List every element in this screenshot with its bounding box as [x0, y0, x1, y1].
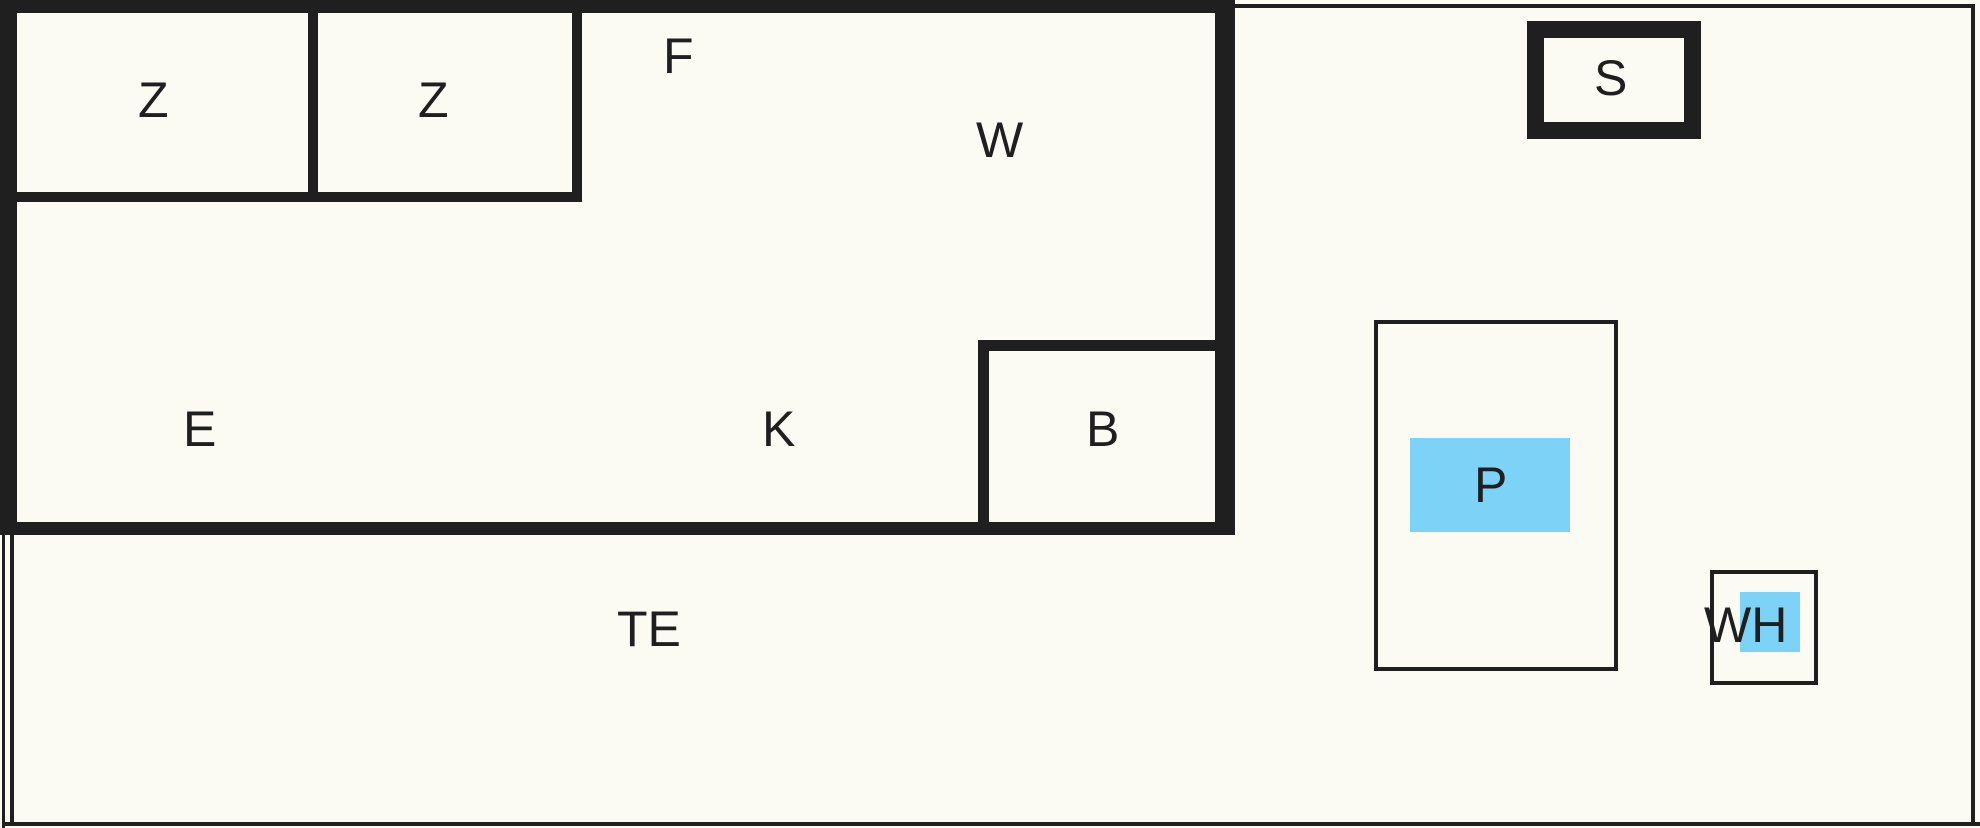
room-wh-blue-fill	[1740, 592, 1800, 652]
z-rooms-bottom-wall	[13, 192, 582, 202]
outer-boundary-right-line	[1971, 4, 1975, 824]
room-label-p: P	[1474, 457, 1508, 513]
room-label-e: E	[183, 401, 217, 457]
outer-boundary-bottom-line	[2, 822, 1980, 826]
b-room-top-wall	[978, 340, 1221, 351]
right-section-top-line	[1235, 4, 1975, 8]
main-block-left-wall	[0, 0, 17, 535]
z-rooms-divider-wall	[308, 9, 318, 202]
b-room-left-wall	[978, 340, 989, 528]
room-label-b: B	[1086, 401, 1120, 457]
z2-right-wall	[572, 9, 582, 202]
main-block-right-wall	[1215, 0, 1235, 535]
room-s-outline[interactable]	[1527, 21, 1701, 139]
room-label-z2: Z	[418, 72, 449, 128]
te-area-left-line	[10, 535, 14, 823]
room-label-s: S	[1594, 50, 1628, 106]
room-p-blue-fill	[1410, 438, 1570, 532]
room-wh-outline[interactable]	[1710, 570, 1818, 685]
main-block-top-wall	[0, 0, 1235, 13]
main-block-bottom-wall	[0, 522, 1235, 535]
room-label-z1: Z	[138, 72, 169, 128]
room-label-f: F	[663, 28, 694, 84]
room-p-outline[interactable]	[1374, 320, 1618, 671]
room-label-te: TE	[617, 601, 681, 657]
room-label-w: W	[976, 112, 1024, 168]
room-label-k: K	[762, 401, 796, 457]
room-label-wh: WH	[1704, 597, 1788, 653]
